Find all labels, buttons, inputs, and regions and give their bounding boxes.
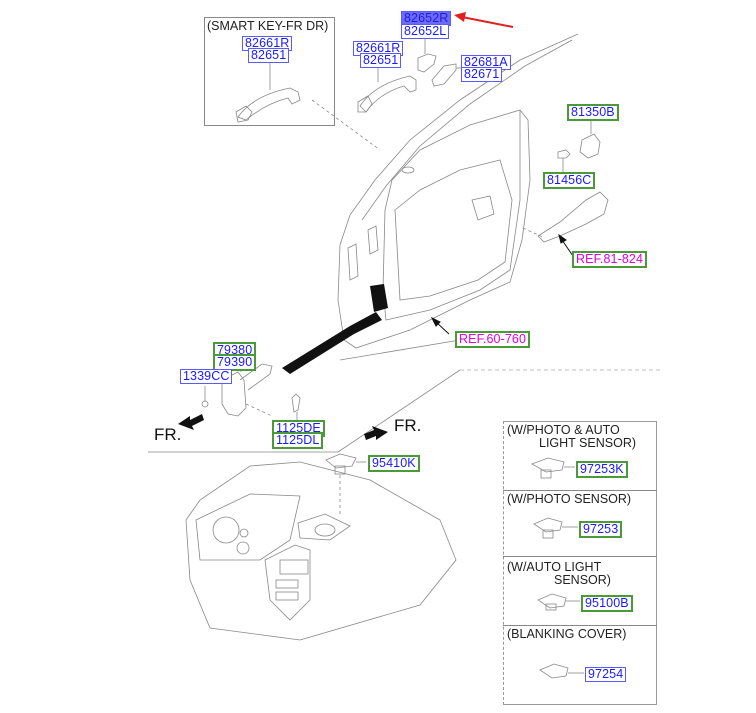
smart-key-inset <box>204 17 335 126</box>
fr-arrow-left-icon <box>178 414 204 430</box>
option-caption-1-line2: LIGHT SENSOR) <box>539 436 637 450</box>
options-divider <box>503 556 657 557</box>
part-label-1125DL[interactable]: 1125DL <box>272 432 324 449</box>
ref-label-81-824[interactable]: REF.81-824 <box>572 251 648 268</box>
ref-label-60-760[interactable]: REF.60-760 <box>455 331 531 348</box>
options-panel <box>503 421 657 705</box>
option-caption-3-line1: (W/AUTO LIGHT <box>507 560 602 574</box>
part-label-82652R-selected[interactable]: 82652R <box>401 11 452 26</box>
dashboard-sensor-drawing <box>325 453 366 475</box>
checker-bracket <box>370 284 388 312</box>
part-label-95100B[interactable]: 95100B <box>581 595 633 612</box>
part-label-82652L[interactable]: 82652L <box>401 24 450 39</box>
options-divider <box>503 490 657 491</box>
cover-cap-drawing <box>417 53 437 73</box>
option-caption-1-line1: (W/PHOTO & AUTO <box>507 423 620 437</box>
option-caption-2: (W/PHOTO SENSOR) <box>507 492 632 506</box>
part-label-82681A[interactable]: 82681A <box>461 55 511 70</box>
options-divider <box>503 625 657 626</box>
part-label-82671[interactable]: 82671 <box>461 67 503 82</box>
fr-arrow-right-icon <box>364 426 388 440</box>
part-label-82661R-inset[interactable]: 82661R <box>242 36 293 51</box>
part-label-82651[interactable]: 82651 <box>360 53 402 68</box>
option-sensor-drawings <box>531 457 584 679</box>
fr-direction-label-checker: FR. <box>154 425 182 444</box>
part-label-82651-inset[interactable]: 82651 <box>248 48 290 63</box>
option-caption-3-line2: SENSOR) <box>554 573 611 587</box>
part-label-97253[interactable]: 97253 <box>579 521 623 538</box>
part-label-97253K[interactable]: 97253K <box>576 461 628 478</box>
option-caption-4: (BLANKING COVER) <box>507 627 627 641</box>
part-label-79390[interactable]: 79390 <box>213 354 257 371</box>
part-label-97254[interactable]: 97254 <box>585 667 627 682</box>
part-label-95410K[interactable]: 95410K <box>368 455 420 472</box>
part-label-1339CC[interactable]: 1339CC <box>180 369 233 384</box>
striker-drawing <box>557 116 601 172</box>
part-label-81456C[interactable]: 81456C <box>543 172 596 189</box>
part-label-81350B[interactable]: 81350B <box>567 104 619 121</box>
smart-key-caption: (SMART KEY-FR DR) <box>207 19 329 33</box>
fr-direction-label-dashboard: FR. <box>394 416 422 435</box>
bezel-drawing <box>431 63 457 87</box>
dashboard-drawing <box>185 461 457 641</box>
smart-key-handle-drawing <box>235 61 301 123</box>
latch-drawing <box>537 191 609 243</box>
selection-pointer-arrow <box>461 16 514 28</box>
door-handle-drawing <box>357 63 417 113</box>
checker-strap <box>282 312 382 374</box>
